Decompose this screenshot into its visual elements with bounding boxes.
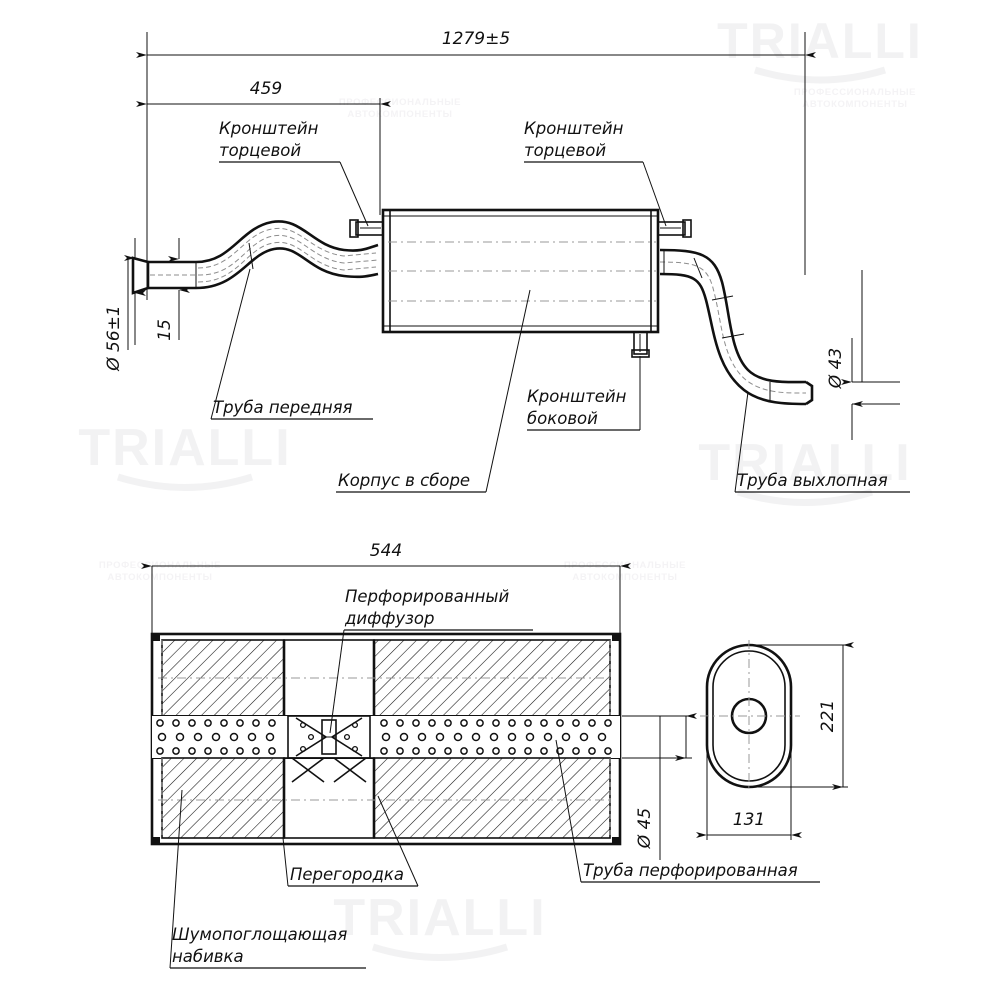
- dimension-value: 131: [733, 810, 765, 830]
- callout-label-line2: набивка: [172, 947, 244, 966]
- watermark-tagline-line2: АВТОКОМПОНЕНТЫ: [107, 572, 212, 583]
- assembly-view: 1279±5 459: [104, 29, 910, 493]
- dimension-value: Ø 56±1: [104, 305, 124, 371]
- dimension-perforated-tube-diameter: Ø 45: [622, 713, 697, 860]
- dimension-bracket-offset: 459: [136, 79, 391, 107]
- dimension-value: Ø 45: [635, 808, 655, 849]
- dimension-value: Ø 43: [826, 348, 846, 389]
- callout-label-line1: Перегородка: [290, 865, 404, 884]
- callout-end-bracket-right: Кронштейн торцевой: [524, 119, 667, 227]
- watermark-brand: TRIALLI: [78, 419, 291, 477]
- section-view: 544: [141, 541, 820, 969]
- watermark-brand: TRIALLI: [333, 889, 546, 947]
- side-bracket-geometry: [631, 331, 650, 358]
- callout-side-bracket: Кронштейн боковой: [527, 356, 641, 431]
- perforated-diffuser-geometry: [287, 715, 371, 783]
- dimension-inlet-step: 15: [155, 238, 190, 341]
- callout-label-line2: боковой: [527, 409, 598, 428]
- callout-label-line1: Труба передняя: [213, 398, 353, 417]
- muffler-body: [381, 208, 660, 334]
- watermark-tagline-line2: АВТОКОМПОНЕНТЫ: [347, 109, 452, 120]
- dimension-oval-width: 131: [696, 716, 802, 840]
- watermark-brand: TRIALLI: [698, 434, 911, 492]
- callout-baffle: Перегородка: [282, 795, 419, 887]
- callout-label-line1: Кронштейн: [219, 119, 319, 138]
- callout-perforated-diffuser: Перфорированный диффузор: [329, 587, 533, 734]
- callout-perforated-tube: Труба перфорированная: [555, 739, 820, 883]
- watermark-tagline-line1: ПРОФЕССИОНАЛЬНЫЕ: [339, 97, 461, 108]
- end-bracket-right-geometry: [657, 219, 692, 238]
- front-pipe-geometry: [131, 220, 379, 295]
- dimension-value: 15: [155, 319, 175, 341]
- callout-label-line1: Труба перфорированная: [583, 861, 798, 880]
- callout-label-line1: Корпус в сборе: [338, 471, 470, 490]
- callout-sound-absorbing-packing: Шумопоглощающая набивка: [169, 789, 366, 969]
- callout-label-line2: торцевой: [219, 141, 301, 160]
- callout-label-line2: диффузор: [344, 609, 434, 628]
- callout-exhaust-pipe: Труба выхлопная: [734, 391, 910, 493]
- watermark-tagline-line2: АВТОКОМПОНЕНТЫ: [802, 99, 907, 110]
- perforation-holes: [156, 719, 612, 755]
- callout-body-assembly: Корпус в сборе: [336, 289, 531, 493]
- callout-label-line1: Шумопоглощающая: [172, 925, 347, 944]
- dimension-value: 544: [370, 541, 402, 561]
- callout-end-bracket-left: Кронштейн торцевой: [219, 119, 369, 227]
- dimension-oval-height: 221: [749, 642, 854, 790]
- perforated-tube-geometry: [152, 716, 620, 758]
- dimension-outlet-diameter: Ø 43: [826, 270, 900, 440]
- sound-absorbing-packing-upper: [158, 639, 614, 717]
- sound-absorbing-packing-lower: [158, 757, 614, 839]
- callout-label-line2: торцевой: [524, 141, 606, 160]
- dimension-inlet-diameter: Ø 56±1: [104, 238, 146, 372]
- watermark-tagline-line1: ПРОФЕССИОНАЛЬНЫЕ: [794, 87, 916, 98]
- watermark-brand: TRIALLI: [717, 13, 923, 69]
- callout-label-line1: Перфорированный: [345, 587, 509, 606]
- watermark-tagline-line2: АВТОКОМПОНЕНТЫ: [572, 572, 677, 583]
- dimension-value: 221: [818, 700, 838, 732]
- exhaust-pipe-geometry: [659, 248, 814, 406]
- dimension-value: 459: [250, 79, 282, 99]
- callout-label-line1: Кронштейн: [527, 387, 627, 406]
- cross-section-view: 221 131: [696, 640, 854, 840]
- end-bracket-left-geometry: [349, 219, 384, 238]
- dimension-body-length: 544: [141, 541, 631, 640]
- callout-front-pipe: Труба передняя: [210, 268, 373, 420]
- callout-label-line1: Труба выхлопная: [737, 471, 888, 490]
- callout-label-line1: Кронштейн: [524, 119, 624, 138]
- dimension-overall-length: 1279±5: [136, 29, 816, 58]
- dimension-value: 1279±5: [442, 29, 510, 49]
